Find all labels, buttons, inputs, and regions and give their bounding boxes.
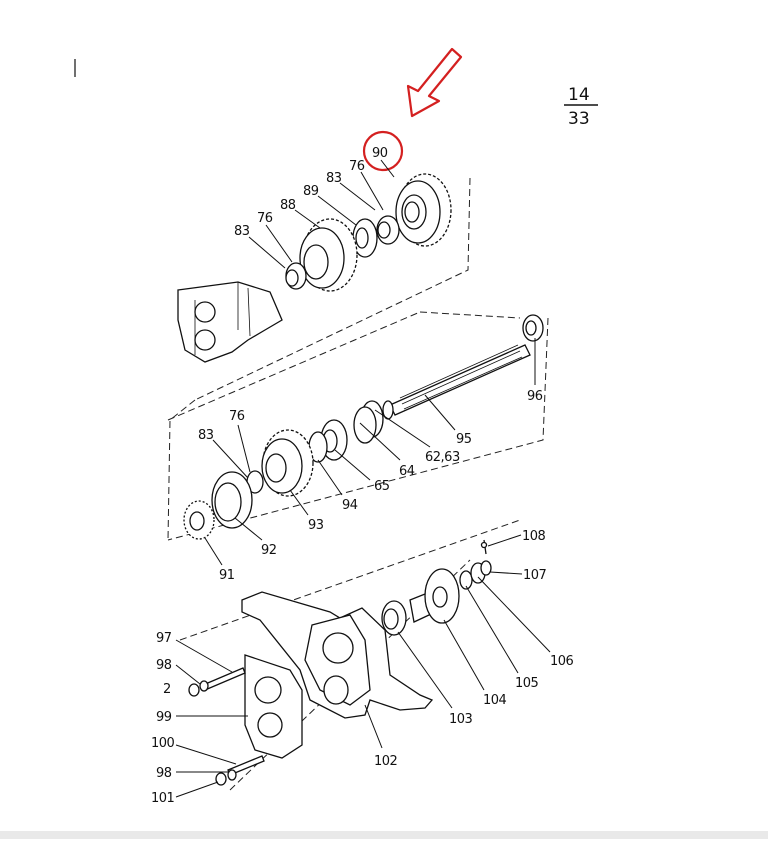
label-107: 107: [523, 568, 547, 583]
label-96: 96: [527, 389, 543, 404]
label-76: 76: [257, 211, 273, 226]
label-99: 99: [156, 710, 172, 725]
label-102: 102: [374, 754, 397, 769]
label-101: 101: [151, 791, 175, 806]
label-94: 94: [342, 498, 358, 513]
upper-gear-train: [285, 173, 452, 292]
label-108: 108: [522, 529, 546, 544]
lower-housing-assembly: [188, 539, 492, 786]
label-91: 91: [219, 568, 235, 583]
label-105: 105: [515, 676, 539, 691]
leader-lines: [175, 159, 551, 798]
label-83: 83: [326, 171, 342, 186]
label-100: 100: [151, 736, 175, 751]
label-83: 83: [198, 428, 214, 443]
label-95: 95: [456, 432, 472, 447]
main-shaft: [382, 314, 544, 420]
red-arrow-annotation: [406, 47, 463, 118]
label-104: 104: [483, 693, 507, 708]
page-ref-top: 14: [568, 85, 590, 105]
label-76: 76: [349, 159, 365, 174]
label-65: 65: [374, 479, 390, 494]
label-92: 92: [261, 543, 277, 558]
label-62-63: 62,63: [425, 450, 460, 465]
label-93: 93: [308, 518, 324, 533]
label-76: 76: [229, 409, 245, 424]
label-88: 88: [280, 198, 296, 213]
part-number-labels: 90 76 83 89 88 76 83 96 95 62,63 64 65 9…: [151, 146, 574, 806]
label-83: 83: [234, 224, 250, 239]
label-90: 90: [372, 146, 388, 161]
label-89: 89: [303, 184, 319, 199]
label-106: 106: [550, 654, 574, 669]
label-97: 97: [156, 631, 172, 646]
viewer-bottom-bar: [0, 831, 768, 839]
middle-gear-train: [183, 400, 384, 540]
label-2: 2: [163, 682, 171, 697]
label-98: 98: [156, 766, 172, 781]
red-circle-annotation: [362, 130, 404, 172]
label-64: 64: [399, 464, 415, 479]
label-98: 98: [156, 658, 172, 673]
label-103: 103: [449, 712, 473, 727]
gearbox-housing-fragment: [177, 281, 283, 363]
page-ref-bottom: 33: [568, 109, 590, 129]
